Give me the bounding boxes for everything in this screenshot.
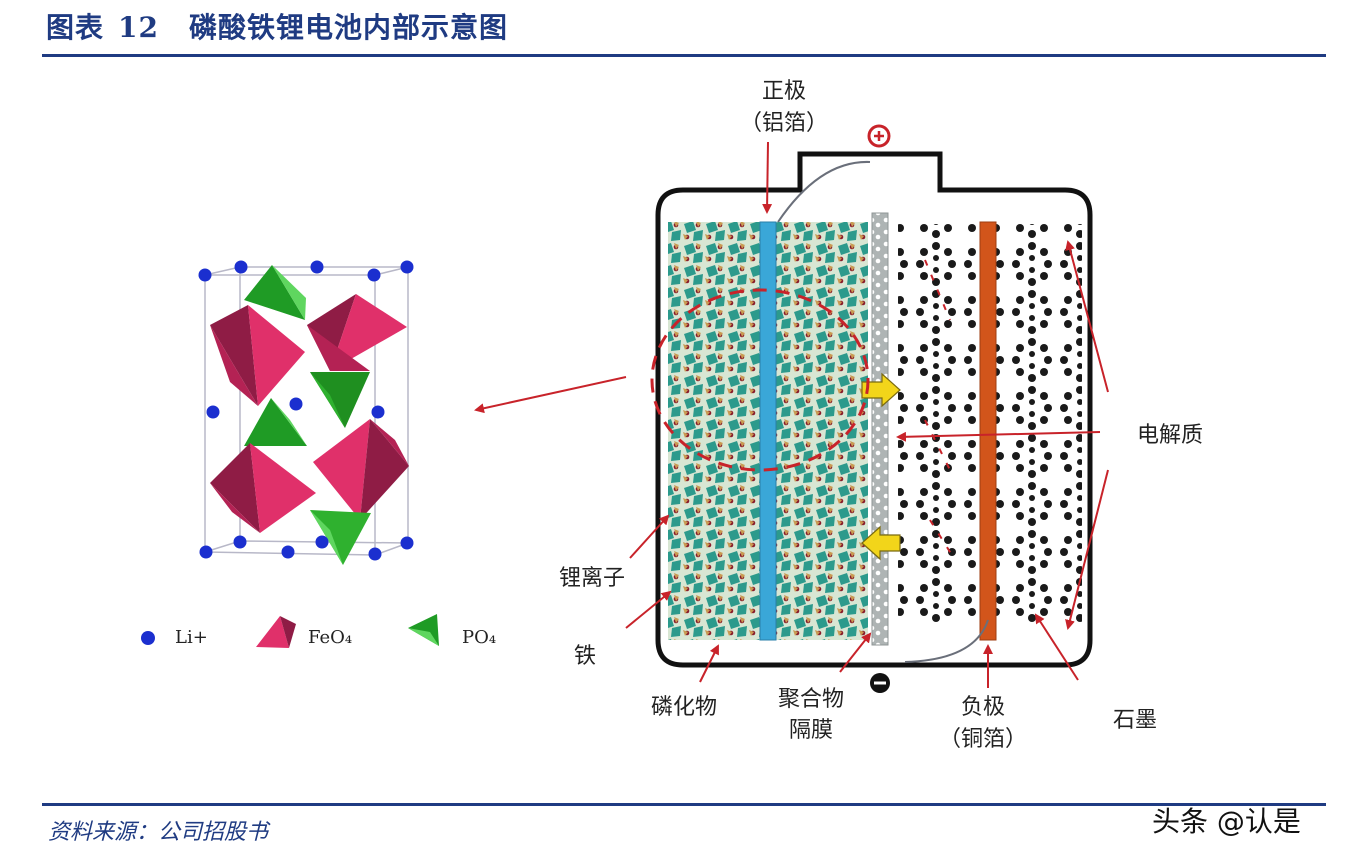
tetrahedron-icon [408,614,439,646]
crystal-structure [198,260,414,565]
footer-rule [42,803,1326,806]
electrolyte-callout-arrow [1065,240,1109,393]
iron-callout-arrow [625,590,672,629]
figure-number: 12 [118,11,159,44]
octahedron-feo4 [313,419,409,520]
copper-current-collector [979,221,997,641]
electrolyte-label: 电解质 [1137,423,1203,448]
octahedron-feo4 [307,294,407,371]
cathode-label: 正极 [762,79,806,104]
battery-diagram: Li+ FeO₄ PO₄ [141,79,1203,752]
anode-lead-wire [904,619,989,663]
callout-arrows [625,141,1109,688]
legend-label-po4: PO₄ [462,627,496,648]
legend-item-po4: PO₄ [408,614,496,648]
tetrahedron-po4 [310,372,370,428]
electrolyte-callout-arrow [896,431,1101,442]
aluminum-current-collector [759,221,777,641]
tetrahedron-po4 [244,398,307,446]
polymer-separator [871,212,889,646]
figure-caption: 磷酸铁锂电池内部示意图 [188,11,508,44]
negative-terminal-icon [870,673,890,693]
phosphide-callout-arrow [699,644,719,683]
legend-label-feo4: FeO₄ [308,627,352,648]
graphite-label: 石墨 [1113,708,1157,733]
separator-label-line2: 隔膜 [789,718,833,743]
tetrahedron-po4 [244,265,306,320]
title-rule [42,54,1326,57]
li-atoms [198,260,414,561]
zoom-pointer-arrow [474,376,627,414]
source-note: 资料来源：公司招股书 [48,820,269,845]
lithium-ion-dashes [924,259,956,561]
legend-item-feo4: FeO₄ [256,616,352,648]
iron-label: 铁 [574,644,596,669]
li-atom-icon [141,631,155,645]
zoom-highlight-circle [650,288,870,472]
separator-label-line1: 聚合物 [778,687,844,712]
octahedron-feo4 [210,443,316,533]
legend-label-li: Li+ [175,627,208,648]
battery-cell [650,124,1093,693]
legend-item-li: Li+ [141,627,208,648]
lithium-ion-callout-arrow [629,514,670,559]
watermark: 头条 @认是 [1152,805,1301,838]
octahedron-icon [256,616,296,648]
octahedron-feo4 [210,305,305,406]
anode-label: 负极 [961,695,1005,720]
anode-sub-label: （铜箔） [939,727,1027,752]
cathode-callout-arrow [762,141,773,214]
phosphide-label: 磷化物 [651,695,717,720]
electrolyte-callout-arrow [1065,469,1109,630]
legend: Li+ FeO₄ PO₄ [141,614,496,648]
ion-flow-arrow [861,525,901,561]
figure-title: 图表 12 磷酸铁锂电池内部示意图 [46,8,508,48]
ion-flow-arrow [861,372,901,408]
positive-terminal-icon [867,124,891,148]
lithium-ion-label: 锂离子 [559,566,625,591]
cathode-sub-label: （铝箔） [740,111,828,136]
separator-callout-arrow [839,632,872,673]
figure-prefix: 图表 [46,11,105,44]
cathode-lead-wire [777,160,871,223]
graphite-callout-arrow [1034,613,1079,681]
